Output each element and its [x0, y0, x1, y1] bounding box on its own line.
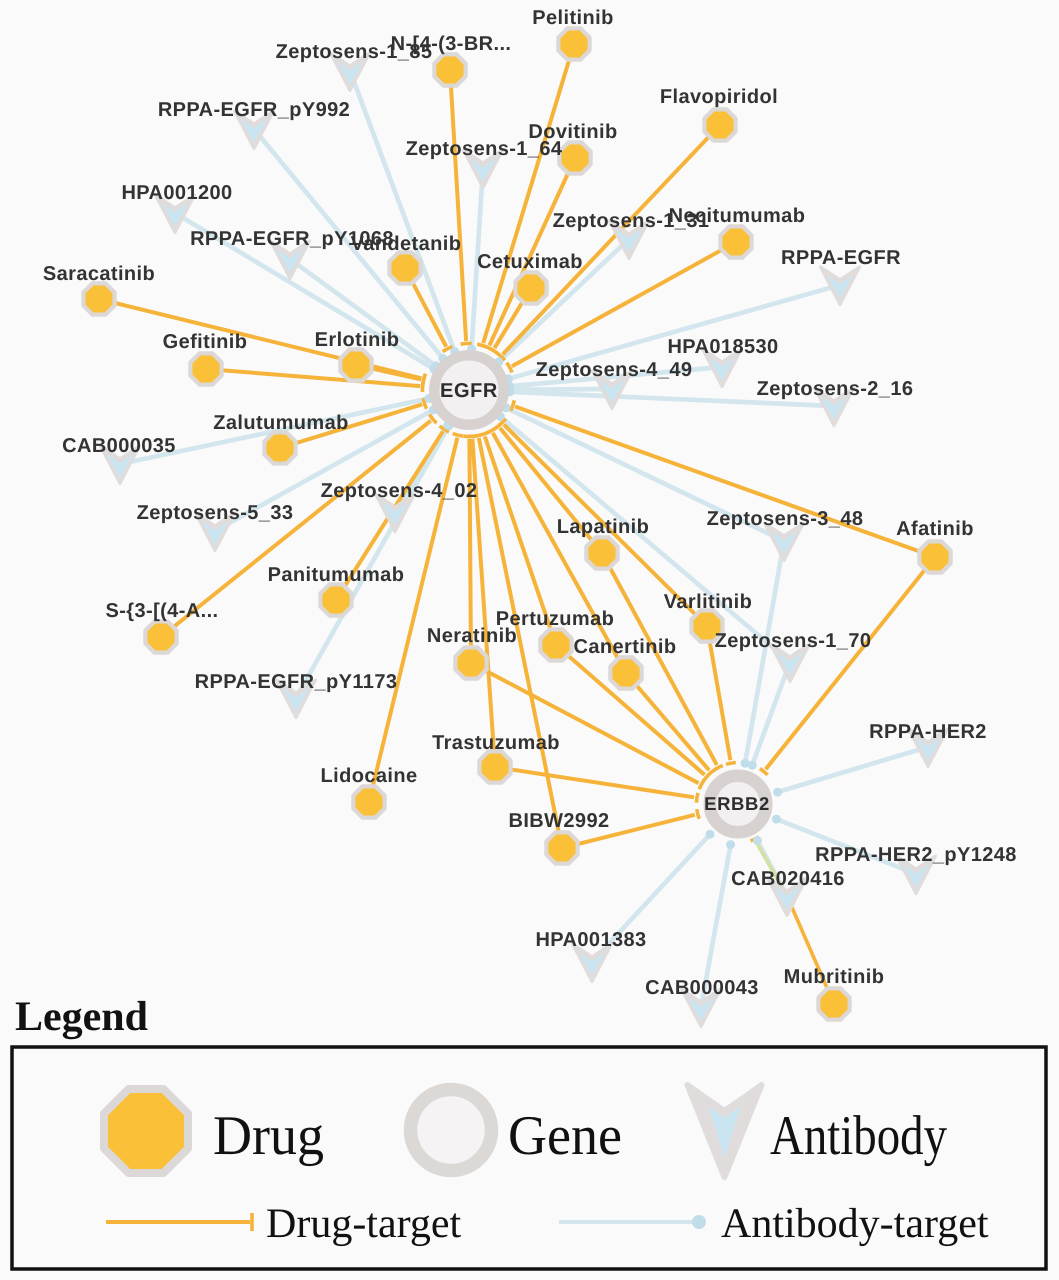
svg-text:Mubritinib: Mubritinib [784, 966, 885, 988]
svg-text:RPPA-EGFR_pY1068: RPPA-EGFR_pY1068 [190, 228, 394, 250]
svg-text:Zeptosens-1_31: Zeptosens-1_31 [553, 210, 710, 232]
svg-text:Cetuximab: Cetuximab [477, 251, 583, 273]
svg-text:Antibody-target: Antibody-target [721, 1201, 989, 1247]
svg-text:CAB020416: CAB020416 [731, 868, 845, 890]
svg-text:Gefitinib: Gefitinib [163, 331, 248, 353]
svg-text:HPA001383: HPA001383 [535, 929, 646, 951]
svg-text:Erlotinib: Erlotinib [315, 329, 400, 351]
svg-text:Zeptosens-3_48: Zeptosens-3_48 [707, 508, 864, 530]
svg-text:Antibody: Antibody [770, 1105, 947, 1167]
svg-text:Trastuzumab: Trastuzumab [432, 732, 560, 754]
svg-text:HPA018530: HPA018530 [667, 336, 778, 358]
svg-text:Zeptosens-1_70: Zeptosens-1_70 [715, 630, 872, 652]
svg-text:S-{3-[(4-A...: S-{3-[(4-A... [106, 600, 219, 622]
svg-text:Necitumumab: Necitumumab [669, 205, 806, 227]
svg-text:Zeptosens-1_85: Zeptosens-1_85 [276, 41, 433, 63]
svg-text:RPPA-HER2_pY1248: RPPA-HER2_pY1248 [815, 844, 1017, 866]
svg-text:Vandetanib: Vandetanib [351, 233, 462, 255]
svg-text:Canertinib: Canertinib [574, 636, 677, 658]
svg-text:Saracatinib: Saracatinib [43, 263, 155, 285]
svg-text:Pelitinib: Pelitinib [532, 7, 613, 29]
svg-text:Zeptosens-4_49: Zeptosens-4_49 [536, 359, 693, 381]
svg-text:Pertuzumab: Pertuzumab [496, 608, 614, 630]
svg-text:N-[4-(3-BR...: N-[4-(3-BR... [391, 33, 512, 55]
svg-text:Lapatinib: Lapatinib [557, 516, 650, 538]
svg-text:Gene: Gene [508, 1105, 622, 1167]
svg-text:Afatinib: Afatinib [896, 518, 974, 540]
svg-text:Dovitinib: Dovitinib [528, 121, 617, 143]
svg-text:CAB000035: CAB000035 [62, 435, 176, 457]
svg-text:RPPA-EGFR_pY992: RPPA-EGFR_pY992 [158, 99, 350, 121]
svg-text:Flavopiridol: Flavopiridol [660, 86, 778, 108]
svg-text:Zeptosens-1_64: Zeptosens-1_64 [406, 138, 563, 160]
svg-text:Zeptosens-2_16: Zeptosens-2_16 [757, 378, 914, 400]
svg-text:Neratinib: Neratinib [427, 625, 517, 647]
svg-text:HPA001200: HPA001200 [121, 182, 232, 204]
svg-text:Legend: Legend [15, 994, 148, 1040]
svg-text:CAB000043: CAB000043 [645, 977, 759, 999]
svg-text:RPPA-EGFR_pY1173: RPPA-EGFR_pY1173 [195, 671, 398, 693]
svg-text:BIBW2992: BIBW2992 [508, 810, 609, 832]
svg-text:Drug: Drug [213, 1105, 324, 1167]
svg-text:Zalutumumab: Zalutumumab [213, 412, 349, 434]
svg-text:RPPA-HER2: RPPA-HER2 [869, 721, 987, 743]
svg-text:EGFR: EGFR [440, 380, 498, 402]
svg-text:Drug-target: Drug-target [266, 1201, 461, 1247]
svg-text:Lidocaine: Lidocaine [321, 765, 418, 787]
svg-text:Zeptosens-4_02: Zeptosens-4_02 [321, 480, 478, 502]
svg-text:ERBB2: ERBB2 [704, 793, 770, 814]
svg-text:Zeptosens-5_33: Zeptosens-5_33 [137, 502, 294, 524]
svg-text:RPPA-EGFR: RPPA-EGFR [781, 247, 901, 269]
svg-text:Varlitinib: Varlitinib [664, 591, 752, 613]
svg-text:Panitumumab: Panitumumab [268, 564, 405, 586]
